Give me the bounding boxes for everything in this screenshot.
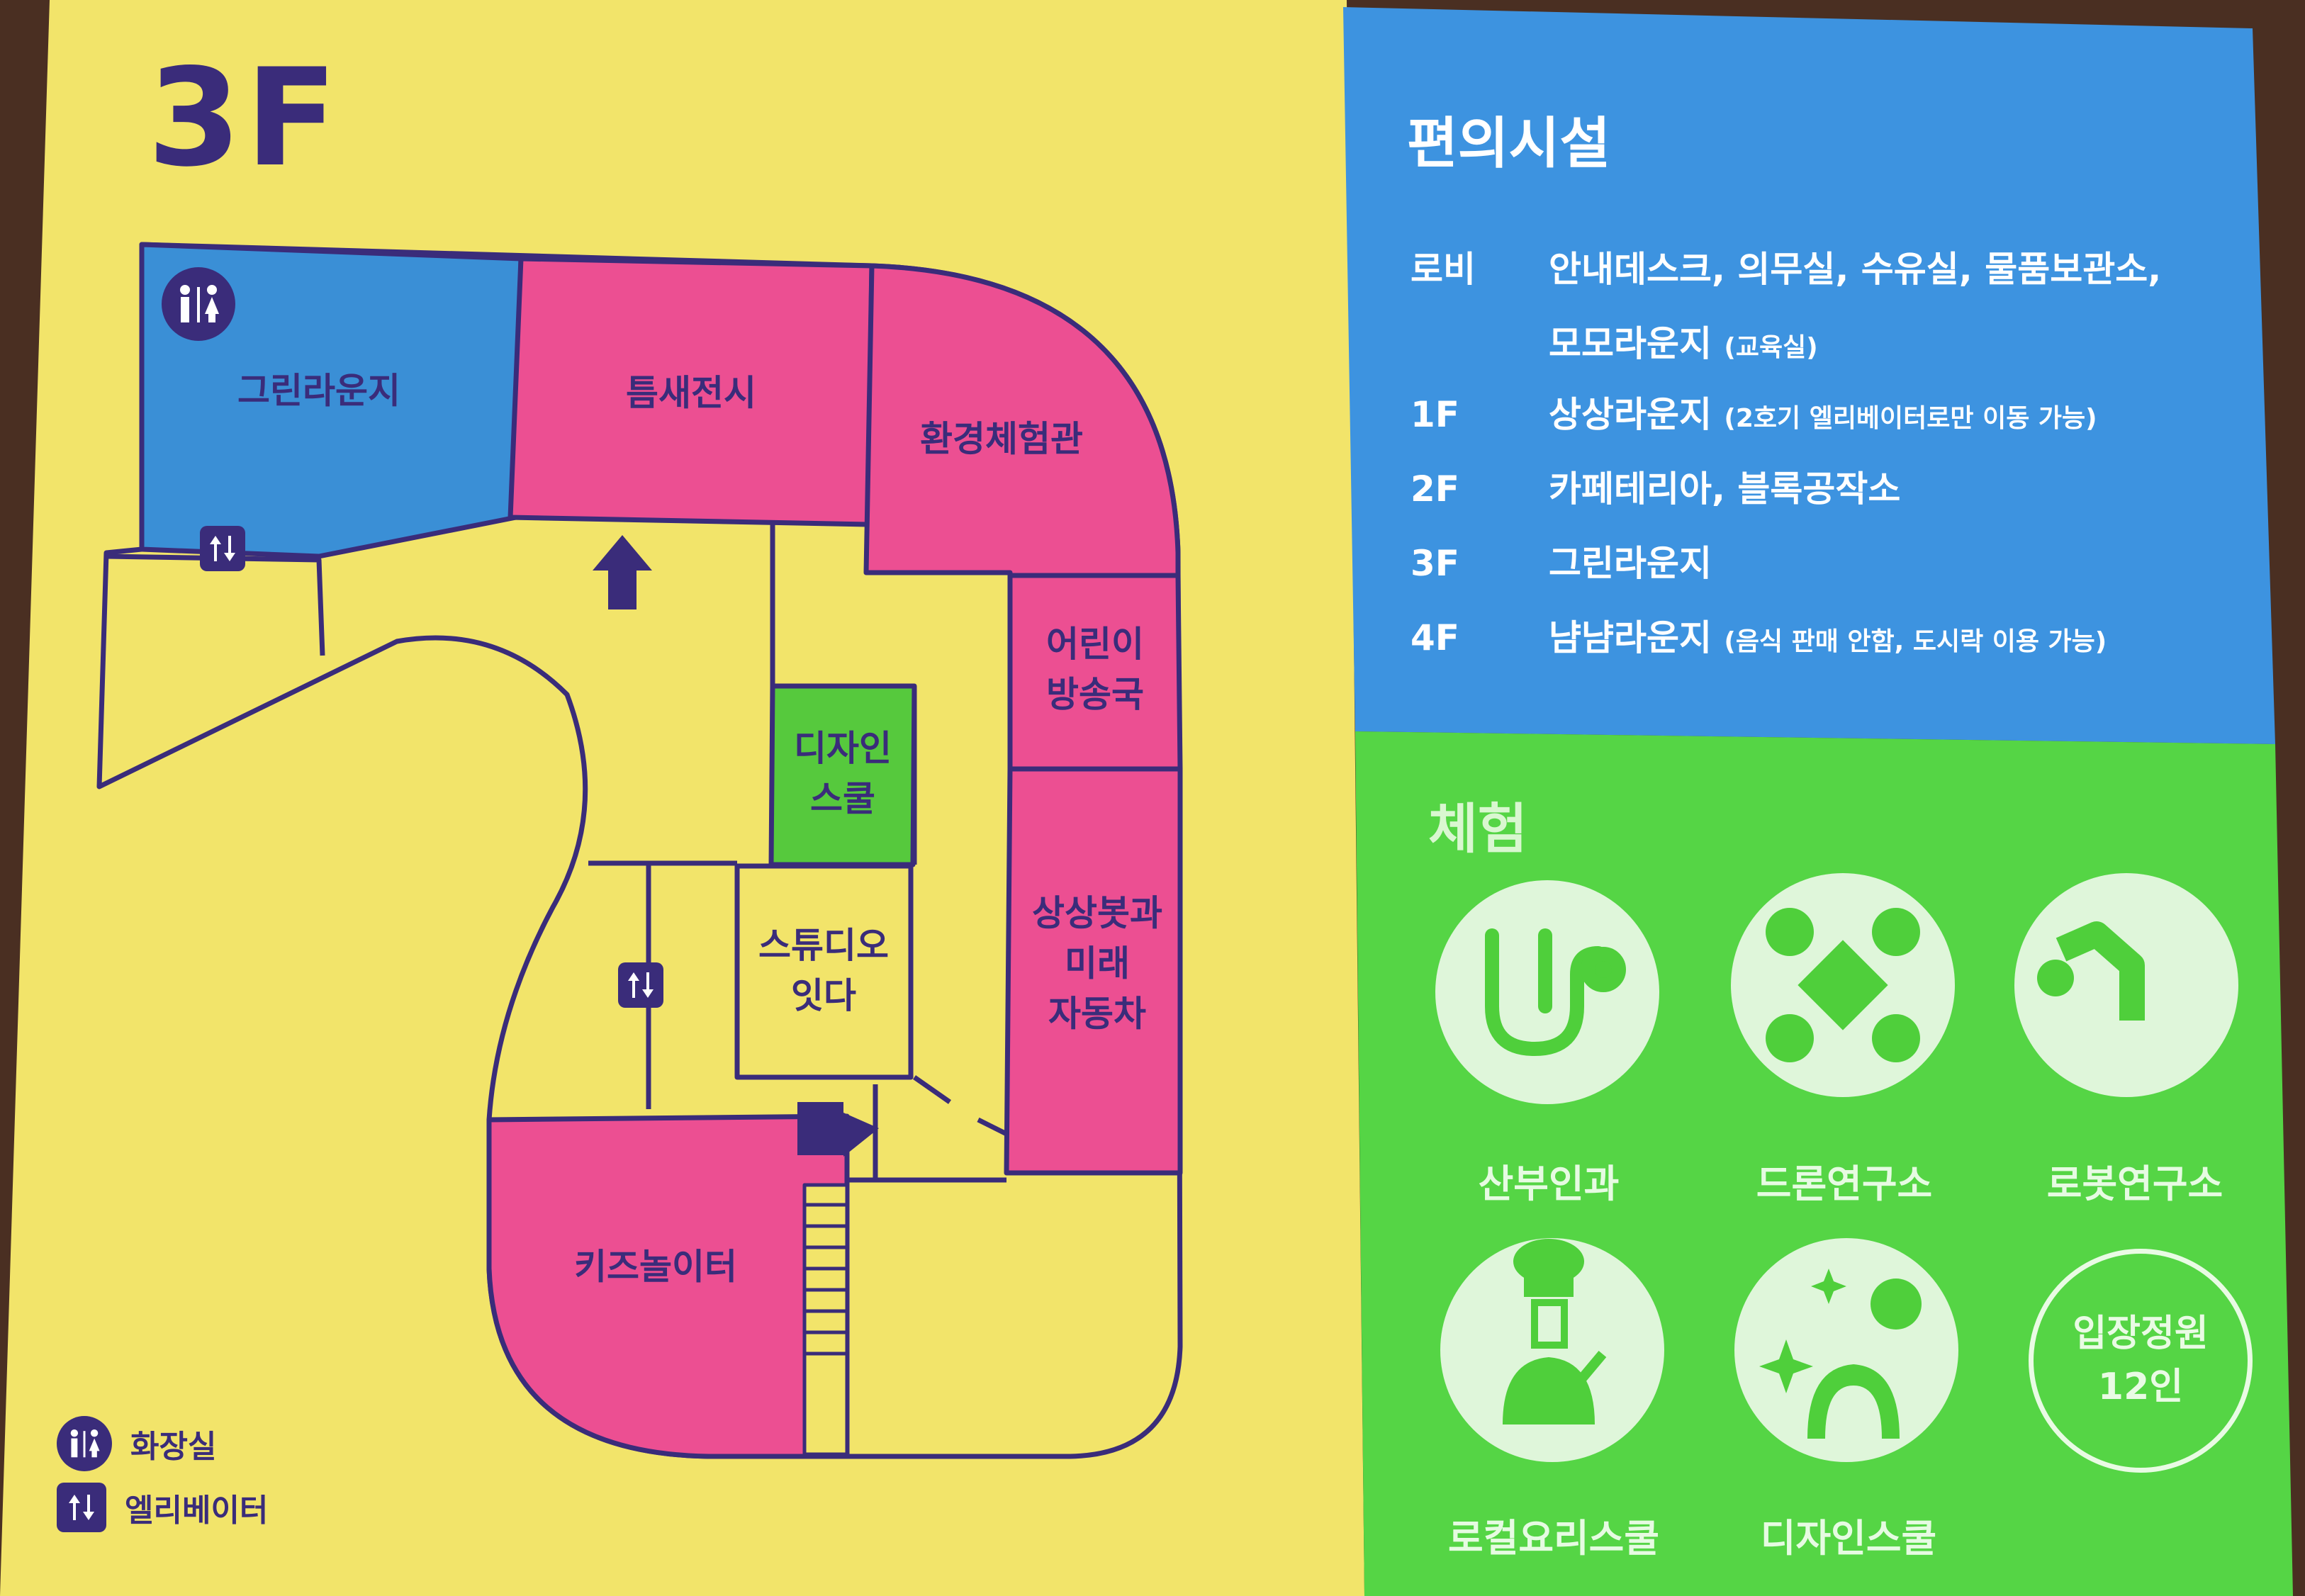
capacity-badge: 입장정원 12인: [2029, 1249, 2253, 1473]
arrow-up-icon: [593, 535, 652, 609]
facility-value: 안내데스크, 의무실, 수유실, 물품보관소,: [1549, 249, 2162, 290]
facility-value: 상상라운지: [1549, 394, 1712, 435]
elevator-icon: [57, 1483, 106, 1532]
design-sparkle-icon: [1759, 1269, 1922, 1439]
room-future-car: [1004, 766, 1183, 1176]
legend-elevator-label: 엘리베이터: [125, 1493, 269, 1529]
experience-label: 로컬요리스쿨: [1447, 1516, 1660, 1561]
facilities-title: 편의시설: [1407, 112, 1611, 176]
room-studio: [734, 863, 914, 1080]
room-green-lounge: [139, 242, 524, 559]
room-kids-playground: [486, 1113, 850, 1459]
chef-icon: [1503, 1239, 1607, 1424]
facility-row-4f: 4F 냠냠라운지 (음식 판매 안함, 도시락 이용 가능): [1411, 609, 2107, 661]
wall: [912, 1075, 952, 1104]
experience-label-cooking: 로컬요리스쿨: [1437, 1481, 1671, 1563]
facility-note: (2호기 엘리베이터로만 이동 가능): [1724, 404, 2097, 433]
elevator-shaft-left: [106, 553, 325, 656]
legend-restroom-label: 화장실: [130, 1429, 217, 1465]
elevator-icon: [618, 962, 663, 1008]
experience-label: 산부인과: [1478, 1162, 1620, 1206]
restroom-icon: [57, 1416, 112, 1471]
capacity-value: 12인: [2097, 1366, 2184, 1408]
experience-label: 디자인스쿨: [1760, 1516, 1937, 1561]
facility-value: 모모라운지: [1549, 323, 1712, 364]
room-label-green-lounge: 그린라운지: [237, 370, 400, 412]
elevator-icon: [200, 526, 245, 571]
facility-key: 4F: [1411, 617, 1459, 658]
experience-label: 드론연구소: [1756, 1162, 1933, 1206]
room-environment-hall: [863, 263, 1181, 578]
facility-key: 로비: [1411, 249, 1476, 290]
wall: [977, 1117, 1008, 1137]
experience-label-design: 디자인스쿨: [1732, 1481, 1965, 1563]
room-label-environment-hall: 환경체험관: [920, 418, 1083, 460]
experience-icon-circle: [1440, 1238, 1664, 1462]
facility-row-1f: 1F 상상라운지 (2호기 엘리베이터로만 이동 가능): [1411, 386, 2097, 437]
room-label-exhibition: 틈새전시: [626, 372, 756, 414]
floor-title: 3F: [147, 40, 342, 196]
drone-icon: [1766, 908, 1920, 1062]
facility-row-3f: 3F 그린라운지: [1411, 535, 1712, 586]
experience-label-drone: 드론연구소: [1727, 1127, 1961, 1208]
facility-value: 냠냠라운지: [1549, 617, 1712, 658]
facility-note: (음식 판매 안함, 도시락 이용 가능): [1724, 627, 2107, 656]
capacity-label: 입장정원: [2073, 1312, 2209, 1355]
facility-note: (교육실): [1724, 333, 1818, 362]
floor-map: [96, 242, 1183, 1459]
experience-icon-circle: [1734, 1238, 1958, 1462]
facility-value: 카페테리아, 블록공작소: [1549, 468, 1901, 510]
facility-value: 그린라운지: [1549, 543, 1712, 584]
experience-label-obstetrics: 산부인과: [1432, 1127, 1666, 1208]
facilities-panel: [1343, 7, 2275, 744]
facility-row-lobby: 로비 안내데스크, 의무실, 수유실, 물품보관소,: [1411, 241, 2161, 292]
facility-row-2f: 2F 카페테리아, 블록공작소: [1411, 461, 1900, 512]
arrow-right-icon: [797, 1102, 879, 1157]
restroom-icon: [162, 267, 235, 341]
stairs: [802, 1183, 849, 1456]
experience-title: 체험: [1428, 797, 1527, 860]
facility-key: 2F: [1411, 468, 1459, 510]
facility-key: 3F: [1411, 543, 1459, 584]
facility-row-lobby-cont: 모모라운지 (교육실): [1549, 315, 1818, 366]
experience-label-robot: 로봇연구소: [2018, 1127, 2252, 1208]
experience-label: 로봇연구소: [2046, 1162, 2223, 1206]
facility-key: 1F: [1411, 394, 1459, 435]
room-label-kids-playground: 키즈놀이터: [574, 1246, 737, 1288]
robot-arm-icon: [2037, 921, 2145, 1021]
stethoscope-icon: [1485, 928, 1626, 1057]
legend-restroom: 화장실: [57, 1416, 216, 1471]
legend-elevator: 엘리베이터: [57, 1483, 268, 1532]
